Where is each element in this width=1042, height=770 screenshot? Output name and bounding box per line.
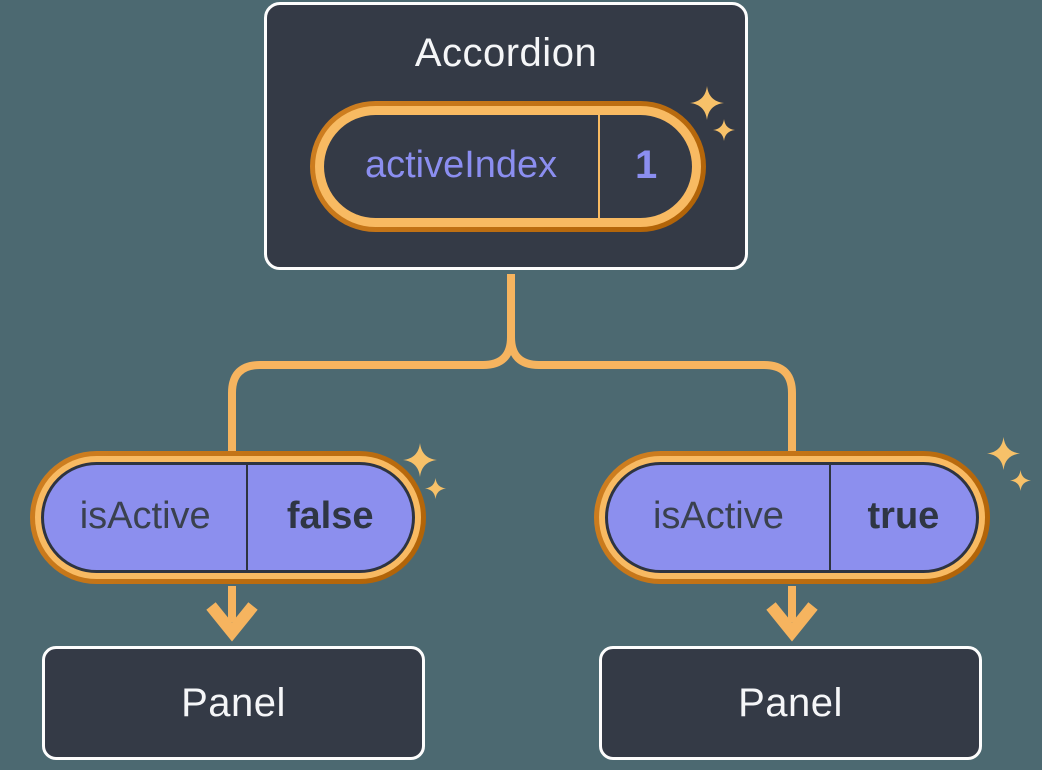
state-pill-activeindex: activeIndex 1: [310, 101, 706, 232]
sparkle-icon: [713, 119, 735, 141]
sparkle-icon: [690, 86, 724, 120]
state-name: activeIndex: [364, 144, 558, 186]
connector-right-branch: [507, 274, 796, 452]
panel-node-left: Panel: [42, 646, 425, 760]
prop-value: false: [286, 495, 374, 537]
prop-name: isActive: [79, 495, 211, 537]
panel-node-right: Panel: [599, 646, 982, 760]
prop-pill-isactive-right: isActive true: [594, 451, 990, 584]
prop-pill-isactive-left: isActive false: [30, 451, 426, 584]
sparkle-icon: [403, 443, 437, 477]
accordion-title: Accordion: [414, 31, 598, 75]
panel-title: Panel: [181, 680, 286, 725]
down-arrow-icon: [766, 586, 818, 642]
prop-value: true: [867, 495, 940, 537]
down-arrow-icon: [206, 586, 258, 642]
pill-divider: [246, 465, 249, 570]
pill-divider: [598, 115, 601, 218]
sparkle-icon: [425, 478, 446, 499]
connector-left-branch: [228, 274, 515, 452]
sparkle-icon: [987, 437, 1020, 470]
prop-name: isActive: [652, 495, 784, 537]
state-value: 1: [634, 143, 658, 187]
pill-divider: [828, 465, 831, 570]
panel-title: Panel: [738, 680, 843, 725]
sparkle-icon: [1010, 470, 1031, 491]
